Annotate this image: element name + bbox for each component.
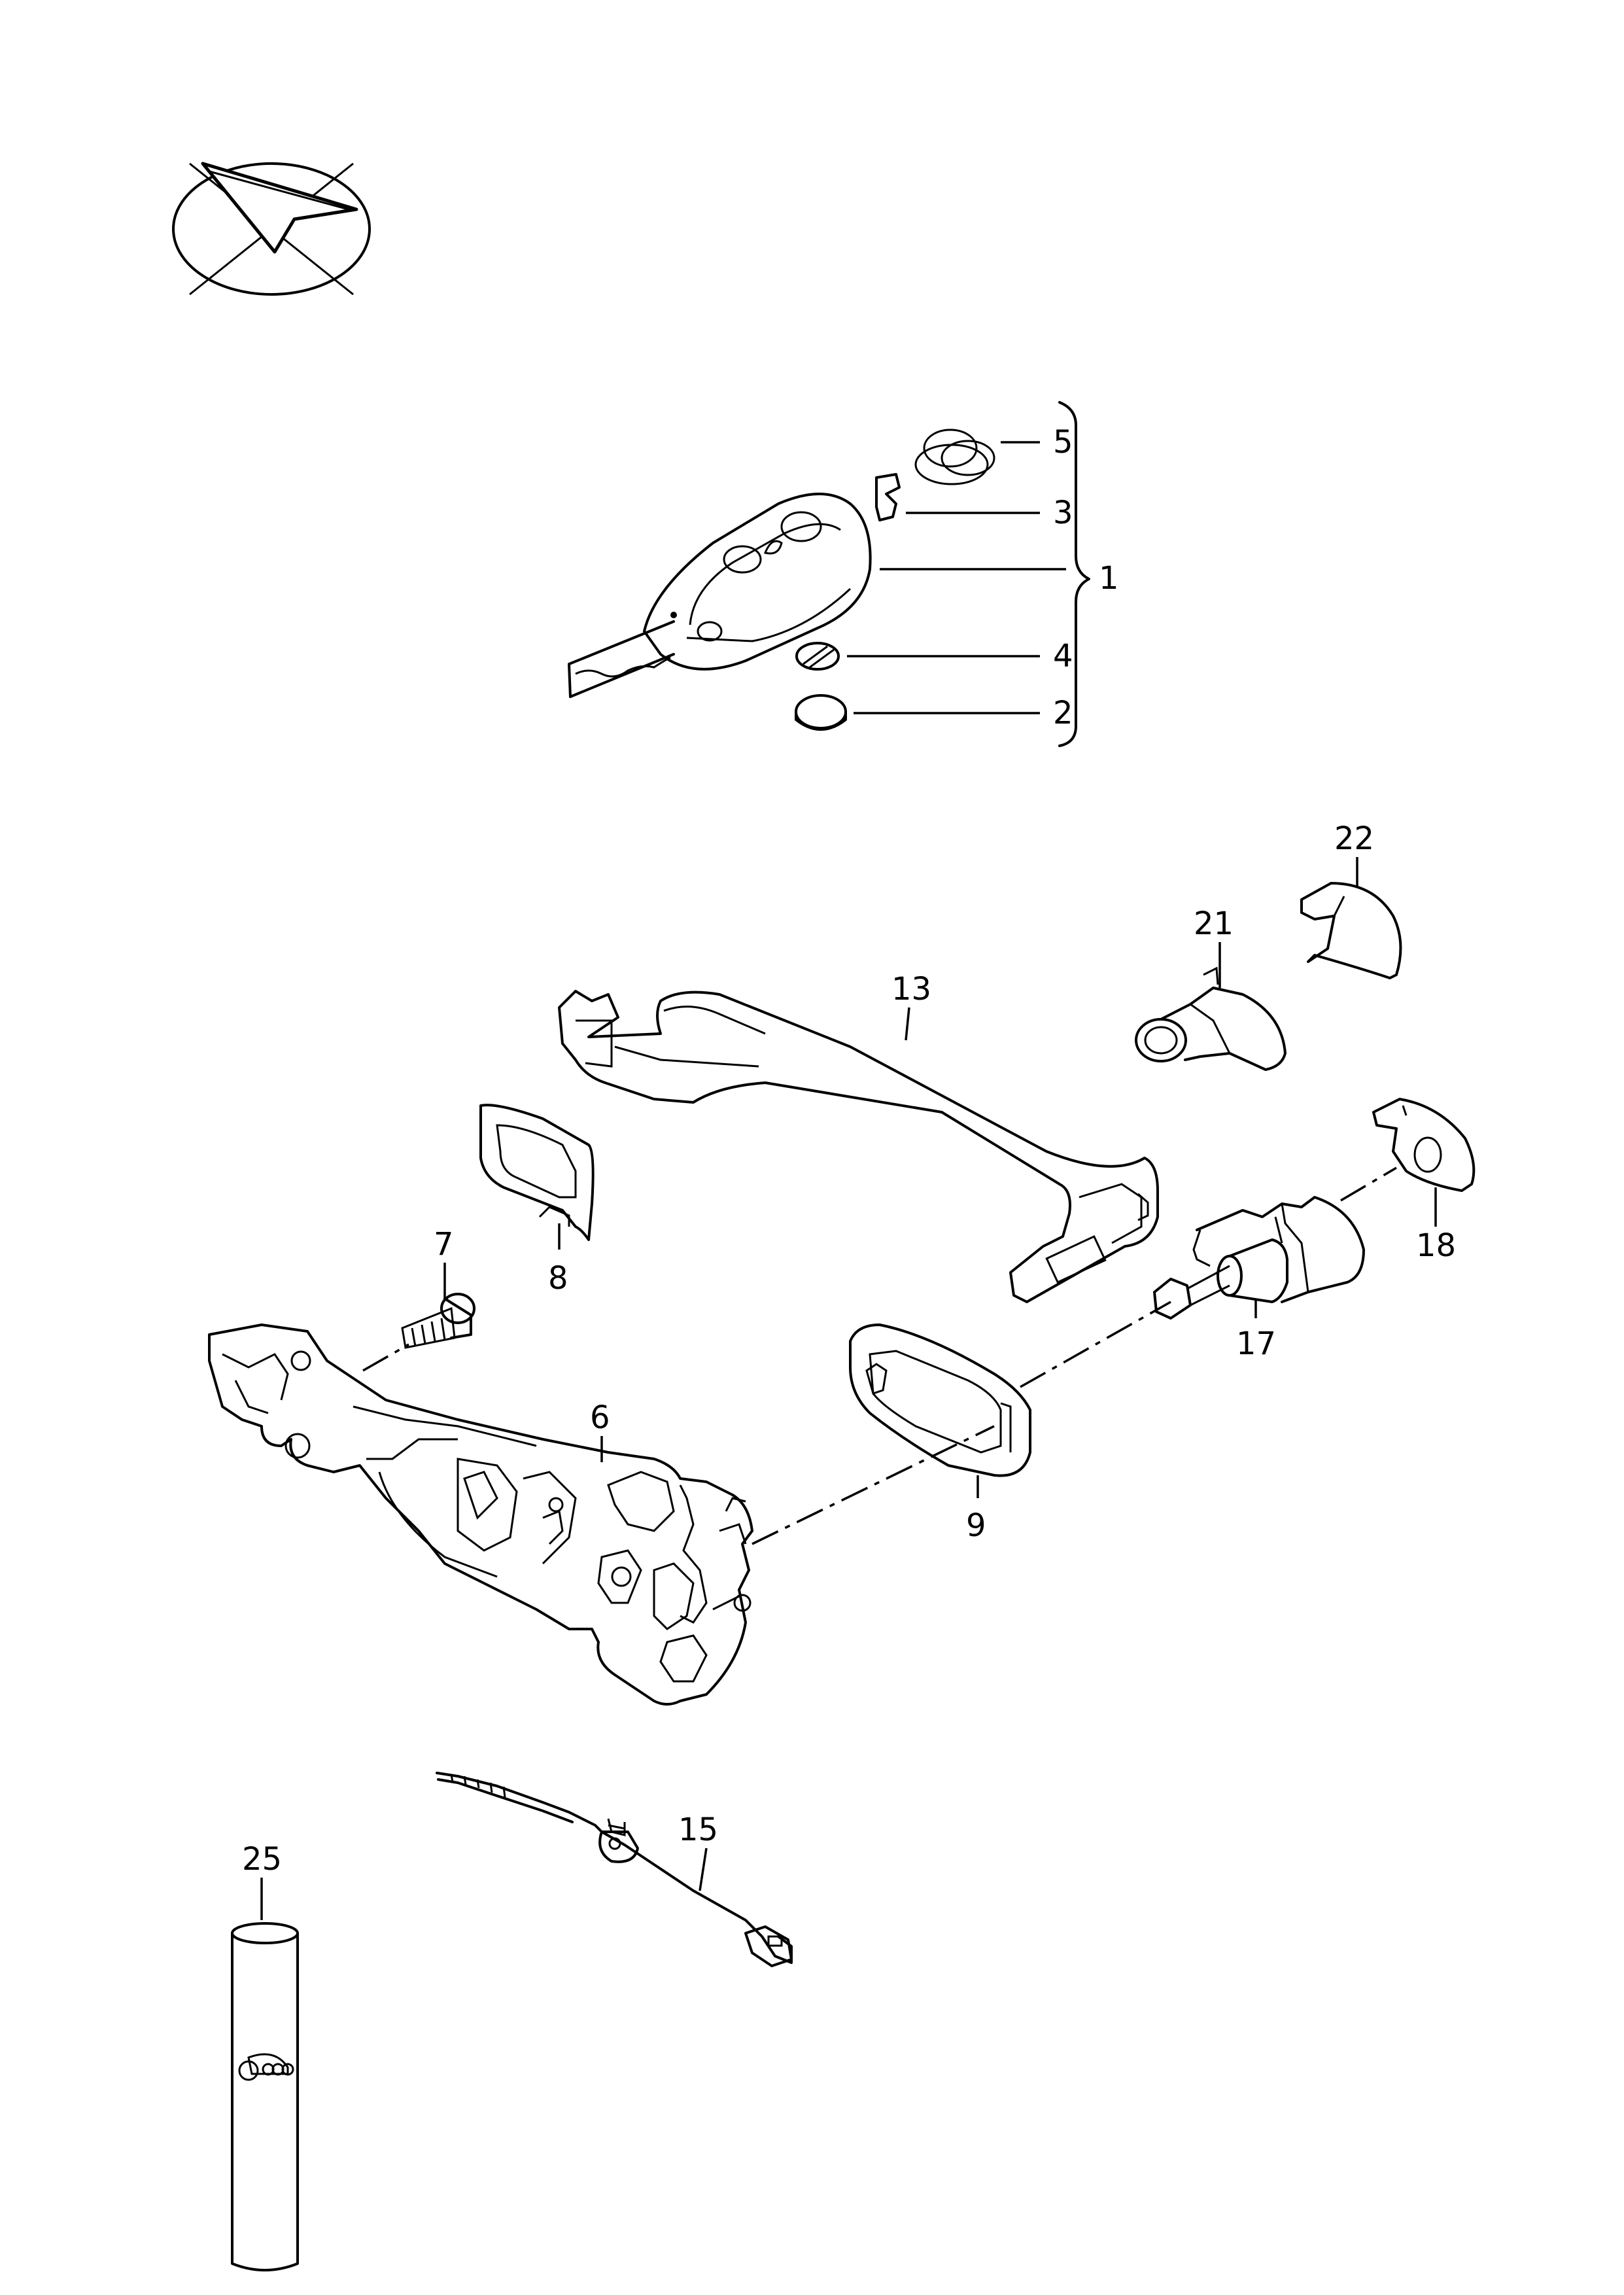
part-5-key-rings (914, 429, 995, 485)
callout-17: 17 (1236, 1325, 1276, 1362)
callouts: 5 3 1 4 2 22 21 13 8 7 6 9 17 18 15 25 (242, 424, 1456, 1878)
callout-21: 21 (1194, 905, 1234, 942)
part-8-gasket (479, 1104, 595, 1241)
part-18-cap (1372, 1098, 1476, 1192)
assembly-lines (362, 1166, 1397, 1545)
part-25-tube (231, 1922, 299, 2271)
part-22-cap (1300, 882, 1402, 979)
callout-22: 22 (1334, 820, 1374, 857)
part-9-gasket (849, 1323, 1031, 1477)
orientation-symbol (172, 162, 371, 296)
part-1-remote-key (568, 493, 872, 698)
callout-2: 2 (1053, 695, 1073, 731)
part-1-brace (1058, 401, 1090, 747)
leader-lines-group-1 (847, 441, 1066, 714)
callout-13: 13 (891, 971, 931, 1007)
callout-1: 1 (1099, 560, 1119, 597)
part-17-lock-cylinder (1153, 1196, 1365, 1320)
part-4-disc (795, 642, 840, 671)
part-6-handle-bracket (208, 1323, 753, 1706)
callout-5: 5 (1053, 424, 1073, 461)
callout-8: 8 (548, 1260, 568, 1297)
part-21-sensor (1135, 966, 1287, 1071)
callout-25: 25 (242, 1841, 282, 1878)
part-3-clip (875, 473, 901, 521)
callout-9: 9 (966, 1507, 986, 1544)
callout-6: 6 (590, 1399, 610, 1436)
leader-lines-group-2 (260, 857, 1437, 1920)
callout-18: 18 (1416, 1227, 1456, 1264)
part-13-door-handle (558, 990, 1159, 1303)
callout-15: 15 (678, 1812, 718, 1848)
callout-4: 4 (1053, 638, 1073, 674)
part-2-battery (795, 694, 847, 731)
callout-3: 3 (1053, 495, 1073, 531)
part-7-bolt (401, 1293, 475, 1349)
part-15-cable (436, 1772, 793, 1967)
callout-7: 7 (434, 1226, 454, 1263)
